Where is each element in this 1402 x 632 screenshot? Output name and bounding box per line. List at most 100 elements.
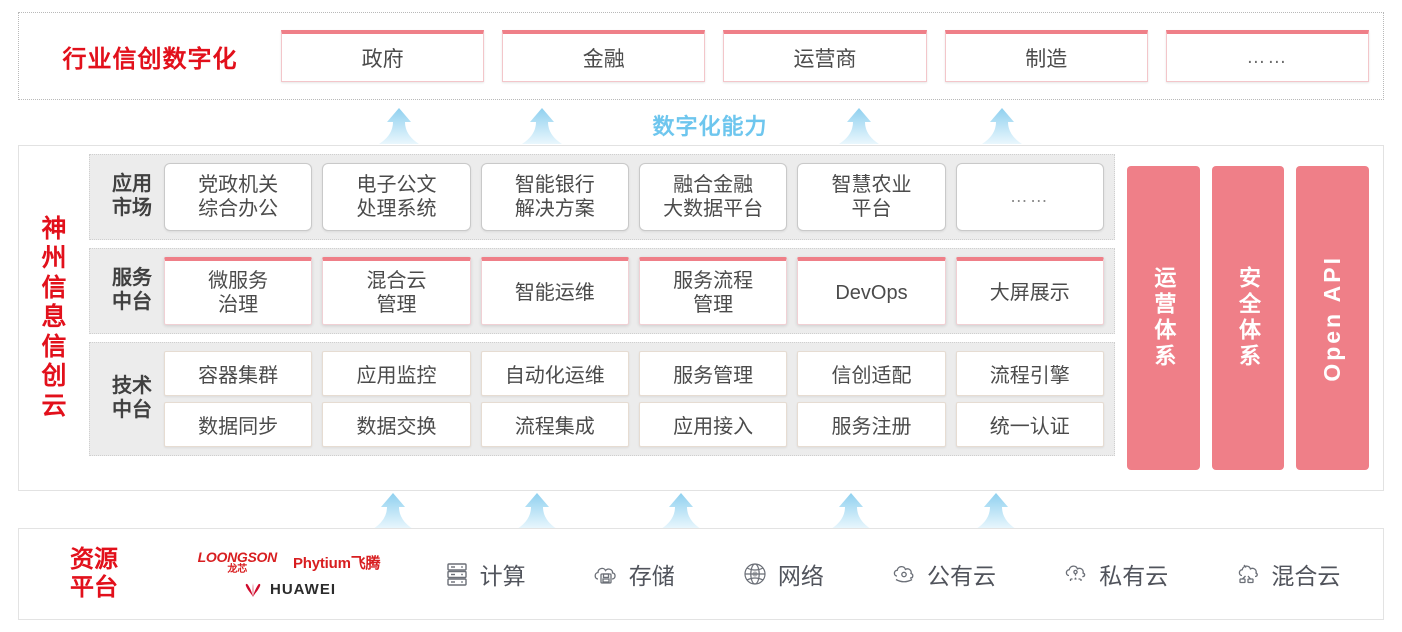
side-bar-label: Open API <box>1319 254 1346 382</box>
industry-card-finance[interactable]: 金融 <box>502 30 706 82</box>
service-card-bigscreen[interactable]: 大屏展示 <box>955 257 1104 325</box>
layer-label-application-market: 应用 市场 <box>100 173 164 220</box>
cloud-title-char: 神 <box>41 214 67 243</box>
resource-item-compute[interactable]: 计算 <box>442 557 526 591</box>
loongson-logo-en: LOONGSON <box>197 549 278 565</box>
industry-card-list: 政府 金融 运营商 制造 …… <box>281 30 1383 82</box>
up-arrow-icon <box>378 107 420 145</box>
app-card-line: 解决方案 <box>514 198 595 220</box>
server-icon <box>442 559 472 589</box>
up-arrow-icon <box>981 107 1023 145</box>
tech-card-data-exchange[interactable]: 数据交换 <box>322 402 471 447</box>
industry-card-carrier[interactable]: 运营商 <box>723 30 927 82</box>
side-bar-open-api[interactable]: Open API <box>1296 166 1370 470</box>
service-card-devops[interactable]: DevOps <box>797 257 946 325</box>
cloud-layer-list: 应用 市场 党政机关综合办公 电子公文处理系统 智能银行解决方案 融合金融大数据… <box>89 154 1115 482</box>
resource-item-label: 私有云 <box>1099 563 1169 589</box>
tech-card-container-cluster[interactable]: 容器集群 <box>164 351 313 396</box>
huawei-wordmark: HUAWEI <box>270 581 336 598</box>
resource-item-label: 计算 <box>479 563 526 589</box>
cloud-title-char: 信 <box>41 332 67 361</box>
app-card-more[interactable]: …… <box>955 163 1104 231</box>
tech-card-xinchuang-adaptation[interactable]: 信创适配 <box>797 351 946 396</box>
side-bar-label: 运营体系 <box>1151 266 1177 370</box>
resource-item-hybrid-cloud[interactable]: 混合云 <box>1233 557 1340 591</box>
resource-item-list: 计算 存储 <box>409 557 1383 591</box>
layer-label-line: 应用 <box>112 173 152 196</box>
phytium-logo: Phytium飞腾 <box>292 555 381 572</box>
resource-item-public-cloud[interactable]: 公有云 <box>889 557 996 591</box>
service-card-line: 治理 <box>218 293 259 316</box>
service-card-microservice-governance[interactable]: 微服务治理 <box>164 257 313 325</box>
resource-item-network[interactable]: 网络 <box>740 557 824 591</box>
layer-label-line: 市场 <box>112 197 152 219</box>
vendor-logo-group: LOONGSON 龙芯 Phytium飞腾 HUAWEI <box>169 550 409 598</box>
resource-item-storage[interactable]: 存储 <box>591 557 675 591</box>
tech-card-data-sync[interactable]: 数据同步 <box>164 402 313 447</box>
app-card-smart-bank[interactable]: 智能银行解决方案 <box>480 163 629 231</box>
technical-platform-grid: 容器集群 应用监控 自动化运维 服务管理 信创适配 流程引擎 数据同步 数据交换… <box>164 351 1104 447</box>
huawei-logo: HUAWEI <box>242 581 336 598</box>
up-arrow-icon <box>516 492 558 530</box>
cloud-title-char: 州 <box>41 244 67 273</box>
service-card-process-mgmt[interactable]: 服务流程管理 <box>638 257 788 325</box>
industry-card-manufacturing[interactable]: 制造 <box>944 30 1148 82</box>
side-bar-operations[interactable]: 运营体系 <box>1127 166 1200 470</box>
layer-label-line: 服务 <box>112 267 152 290</box>
app-card-finance-bigdata[interactable]: 融合金融大数据平台 <box>638 163 788 231</box>
up-arrow-icon <box>521 107 563 145</box>
app-card-line: 智慧农业 <box>831 174 912 196</box>
tech-card-process-integration[interactable]: 流程集成 <box>480 402 629 447</box>
industry-band: 行业信创数字化 政府 金融 运营商 制造 …… <box>18 12 1384 100</box>
layer-application-market: 应用 市场 党政机关综合办公 电子公文处理系统 智能银行解决方案 融合金融大数据… <box>89 154 1115 240</box>
app-card-line: 综合办公 <box>198 198 279 220</box>
application-market-items: 党政机关综合办公 电子公文处理系统 智能银行解决方案 融合金融大数据平台 智慧农… <box>164 163 1104 231</box>
app-card-smart-agriculture[interactable]: 智慧农业平台 <box>797 163 946 231</box>
up-arrow-icon <box>838 107 880 145</box>
tech-card-unified-auth[interactable]: 统一认证 <box>955 402 1104 447</box>
service-card-line: 混合云 <box>366 269 427 292</box>
tech-card-service-registry[interactable]: 服务注册 <box>797 402 946 447</box>
service-card-hybrid-cloud-mgmt[interactable]: 混合云管理 <box>322 257 471 325</box>
service-card-line: 智能运维 <box>514 281 595 304</box>
cloud-title-char: 云 <box>41 391 67 420</box>
side-bar-security[interactable]: 安全体系 <box>1211 166 1285 470</box>
tech-card-app-access[interactable]: 应用接入 <box>638 402 788 447</box>
resource-platform-title: 资源 平台 <box>19 546 169 603</box>
cloud-platform-title: 神 州 信 息 信 创 云 <box>19 146 89 490</box>
loongson-logo-cn: 龙芯 <box>227 564 248 575</box>
cloud-content: 应用 市场 党政机关综合办公 电子公文处理系统 智能银行解决方案 融合金融大数据… <box>89 146 1383 490</box>
capability-arrow-strip: 数字化能力 <box>0 103 1402 145</box>
technical-row-2: 数据同步 数据交换 流程集成 应用接入 服务注册 统一认证 <box>164 402 1104 447</box>
tech-card-app-monitoring[interactable]: 应用监控 <box>322 351 471 396</box>
resource-item-label: 网络 <box>777 563 824 589</box>
resource-item-private-cloud[interactable]: 私有云 <box>1061 557 1168 591</box>
cloud-storage-icon <box>591 559 621 589</box>
public-cloud-icon <box>889 559 919 589</box>
tech-card-automated-ops[interactable]: 自动化运维 <box>480 351 629 396</box>
hybrid-cloud-icon <box>1233 559 1263 589</box>
industry-band-title: 行业信创数字化 <box>62 45 238 73</box>
service-card-line: 管理 <box>693 293 734 316</box>
service-card-line: 服务流程 <box>673 269 754 292</box>
network-icon <box>740 559 770 589</box>
app-card-edoc-system[interactable]: 电子公文处理系统 <box>322 163 471 231</box>
layer-label-line: 中台 <box>112 399 152 421</box>
industry-card-more[interactable]: …… <box>1165 30 1370 82</box>
tech-card-process-engine[interactable]: 流程引擎 <box>955 351 1104 396</box>
cloud-title-char: 创 <box>41 362 67 391</box>
tech-card-service-mgmt[interactable]: 服务管理 <box>638 351 788 396</box>
resource-arrow-strip <box>0 488 1402 530</box>
cloud-platform-box: 神 州 信 息 信 创 云 应用 市场 党政机关综合办公 电子公文处理系统 <box>18 145 1384 491</box>
service-card-aiops[interactable]: 智能运维 <box>480 257 629 325</box>
app-card-line: 大数据平台 <box>663 198 764 220</box>
vendor-logo-row-1: LOONGSON 龙芯 Phytium飞腾 <box>198 550 381 575</box>
resource-item-label: 存储 <box>628 563 675 589</box>
huawei-flower-icon <box>242 582 264 598</box>
industry-card-government[interactable]: 政府 <box>281 30 485 82</box>
layer-label-service-platform: 服务 中台 <box>100 267 164 314</box>
app-card-line: 党政机关 <box>198 174 279 196</box>
service-card-line: 大屏展示 <box>989 281 1070 304</box>
side-bar-label: 安全体系 <box>1236 266 1261 370</box>
app-card-government-office[interactable]: 党政机关综合办公 <box>164 163 313 231</box>
